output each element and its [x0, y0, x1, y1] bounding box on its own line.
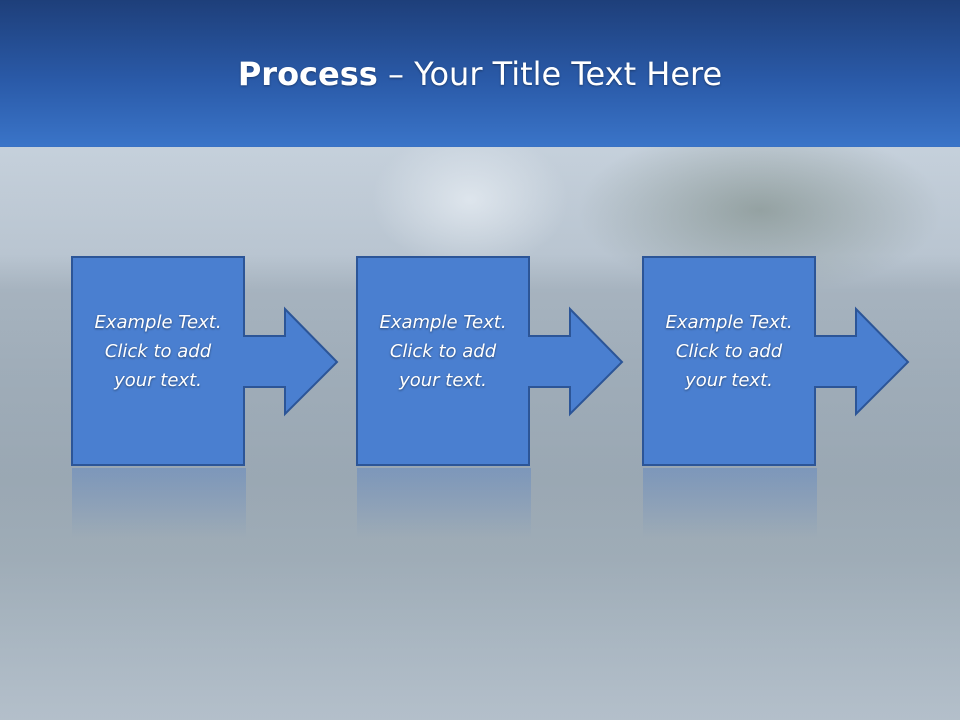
step-3-line-3: your text.	[685, 370, 773, 391]
step-3-line-2: Click to add	[675, 341, 783, 362]
process-step-3[interactable]: Example Text. Click to add your text.	[642, 256, 942, 466]
process-step-2[interactable]: Example Text. Click to add your text.	[356, 256, 656, 466]
step-1-reflection	[72, 468, 246, 538]
step-2-line-3: your text.	[399, 370, 487, 391]
step-2-line-1: Example Text.	[379, 312, 507, 333]
title-strong: Process	[237, 55, 378, 93]
step-1-arrow-shape	[71, 256, 339, 466]
step-3-line-1: Example Text.	[665, 312, 793, 333]
step-2-arrow-shape	[356, 256, 624, 466]
step-1-line-2: Click to add	[104, 341, 212, 362]
title-bar: Process – Your Title Text Here	[0, 0, 960, 147]
step-1-text[interactable]: Example Text. Click to add your text.	[77, 308, 239, 395]
step-3-text[interactable]: Example Text. Click to add your text.	[648, 308, 810, 395]
step-3-reflection	[643, 468, 817, 538]
step-2-text[interactable]: Example Text. Click to add your text.	[362, 308, 524, 395]
slide-title[interactable]: Process – Your Title Text Here	[0, 52, 960, 96]
step-2-reflection	[357, 468, 531, 538]
title-rest: – Your Title Text Here	[377, 55, 723, 93]
step-1-line-3: your text.	[114, 370, 202, 391]
step-2-line-2: Click to add	[389, 341, 497, 362]
step-3-arrow-shape	[642, 256, 910, 466]
process-step-1[interactable]: Example Text. Click to add your text.	[71, 256, 371, 466]
step-1-line-1: Example Text.	[94, 312, 222, 333]
